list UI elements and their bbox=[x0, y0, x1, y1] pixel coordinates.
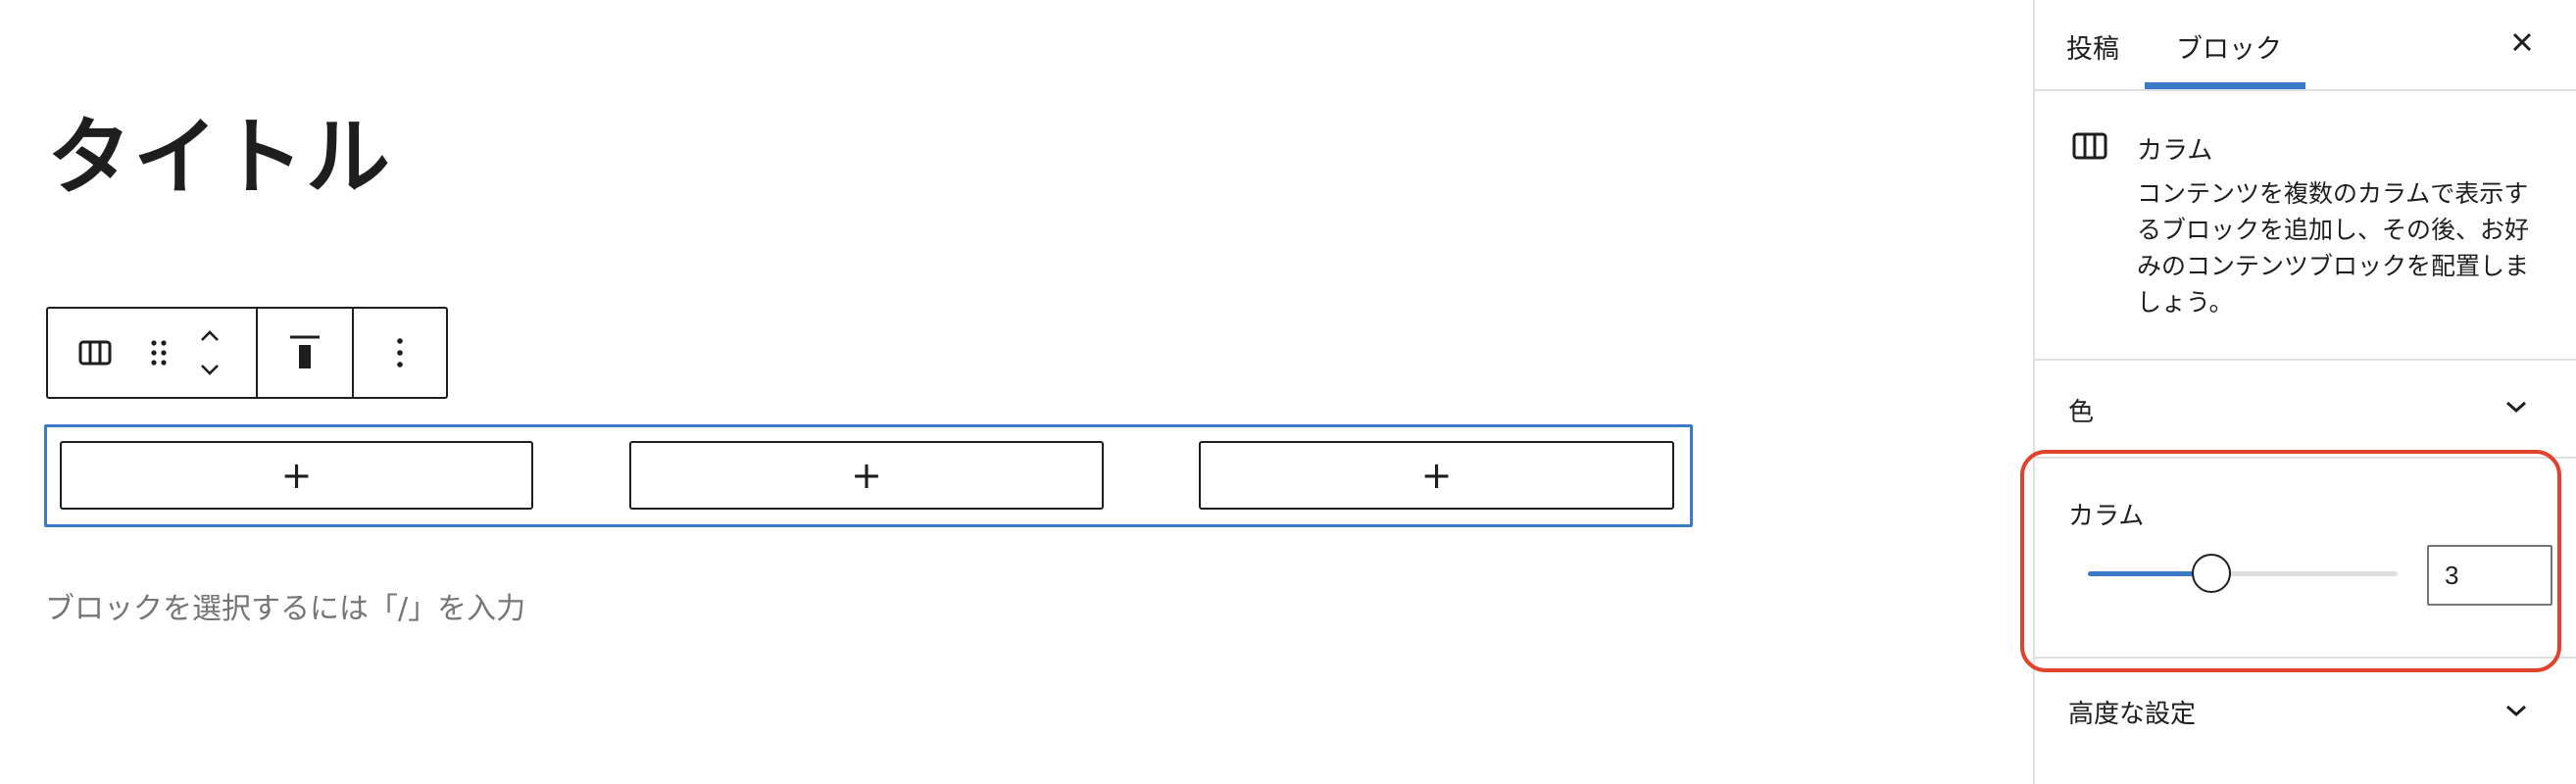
active-tab-indicator bbox=[2145, 82, 2305, 89]
chevron-up-icon bbox=[198, 328, 222, 344]
block-type-button[interactable] bbox=[48, 309, 142, 397]
block-toolbar bbox=[46, 307, 448, 399]
block-insert-hint[interactable]: ブロックを選択するには「/」を入力 bbox=[45, 592, 526, 626]
columns-slider-thumb[interactable] bbox=[2192, 554, 2232, 593]
drag-handle-icon bbox=[150, 338, 168, 368]
move-up-button[interactable] bbox=[198, 319, 222, 353]
advanced-panel-toggle[interactable]: 高度な設定 bbox=[2035, 659, 2576, 784]
mover-buttons bbox=[175, 309, 244, 397]
column-appender-2[interactable]: + bbox=[629, 441, 1104, 510]
plus-icon: + bbox=[280, 454, 313, 497]
drag-handle[interactable] bbox=[142, 309, 175, 397]
advanced-panel-label: 高度な設定 bbox=[2068, 700, 2197, 729]
columns-icon bbox=[2072, 132, 2107, 164]
chevron-down-icon bbox=[2503, 702, 2529, 723]
columns-slider-track[interactable] bbox=[2088, 571, 2398, 576]
chevron-down-icon bbox=[2503, 398, 2529, 419]
column-appender-3[interactable]: + bbox=[1199, 441, 1674, 510]
close-sidebar-button[interactable] bbox=[2505, 27, 2539, 61]
chevron-down-icon bbox=[198, 362, 222, 377]
block-toolbar-group-options bbox=[352, 309, 446, 397]
columns-icon bbox=[78, 340, 112, 366]
block-toolbar-group-align bbox=[256, 309, 352, 397]
columns-panel: カラム bbox=[2035, 461, 2576, 659]
tab-block[interactable]: ブロック bbox=[2176, 34, 2282, 65]
columns-slider-fill bbox=[2088, 571, 2212, 576]
column-appender-1[interactable]: + bbox=[60, 441, 533, 510]
more-vertical-icon bbox=[396, 337, 404, 368]
options-button[interactable] bbox=[354, 309, 446, 397]
settings-sidebar: 投稿 ブロック カラム コンテンツを複数のカラムで表示するブロックを追加し、その… bbox=[2033, 0, 2576, 784]
block-card-title: カラム bbox=[2137, 136, 2213, 166]
columns-panel-label: カラム bbox=[2068, 502, 2145, 531]
plus-icon: + bbox=[851, 454, 882, 497]
columns-block[interactable]: + + + bbox=[44, 424, 1693, 527]
color-panel-label: 色 bbox=[2068, 398, 2095, 427]
tab-post[interactable]: 投稿 bbox=[2066, 34, 2119, 65]
post-title[interactable]: タイトル bbox=[47, 109, 392, 207]
color-panel-toggle[interactable]: 色 bbox=[2035, 361, 2576, 459]
align-top-icon bbox=[288, 333, 322, 372]
block-toolbar-group-main bbox=[48, 309, 256, 397]
vertical-align-button[interactable] bbox=[258, 309, 352, 397]
move-down-button[interactable] bbox=[198, 353, 222, 386]
close-icon bbox=[2511, 31, 2533, 57]
plus-icon: + bbox=[1420, 454, 1453, 497]
editor-canvas: タイトル bbox=[44, 109, 1693, 626]
columns-count-input[interactable] bbox=[2427, 545, 2552, 606]
sidebar-tabs: 投稿 ブロック bbox=[2035, 0, 2576, 91]
block-card-description: コンテンツを複数のカラムで表示するブロックを追加し、その後、お好みのコンテンツブ… bbox=[2137, 179, 2530, 317]
block-card: カラム コンテンツを複数のカラムで表示するブロックを追加し、その後、お好みのコン… bbox=[2035, 91, 2576, 361]
